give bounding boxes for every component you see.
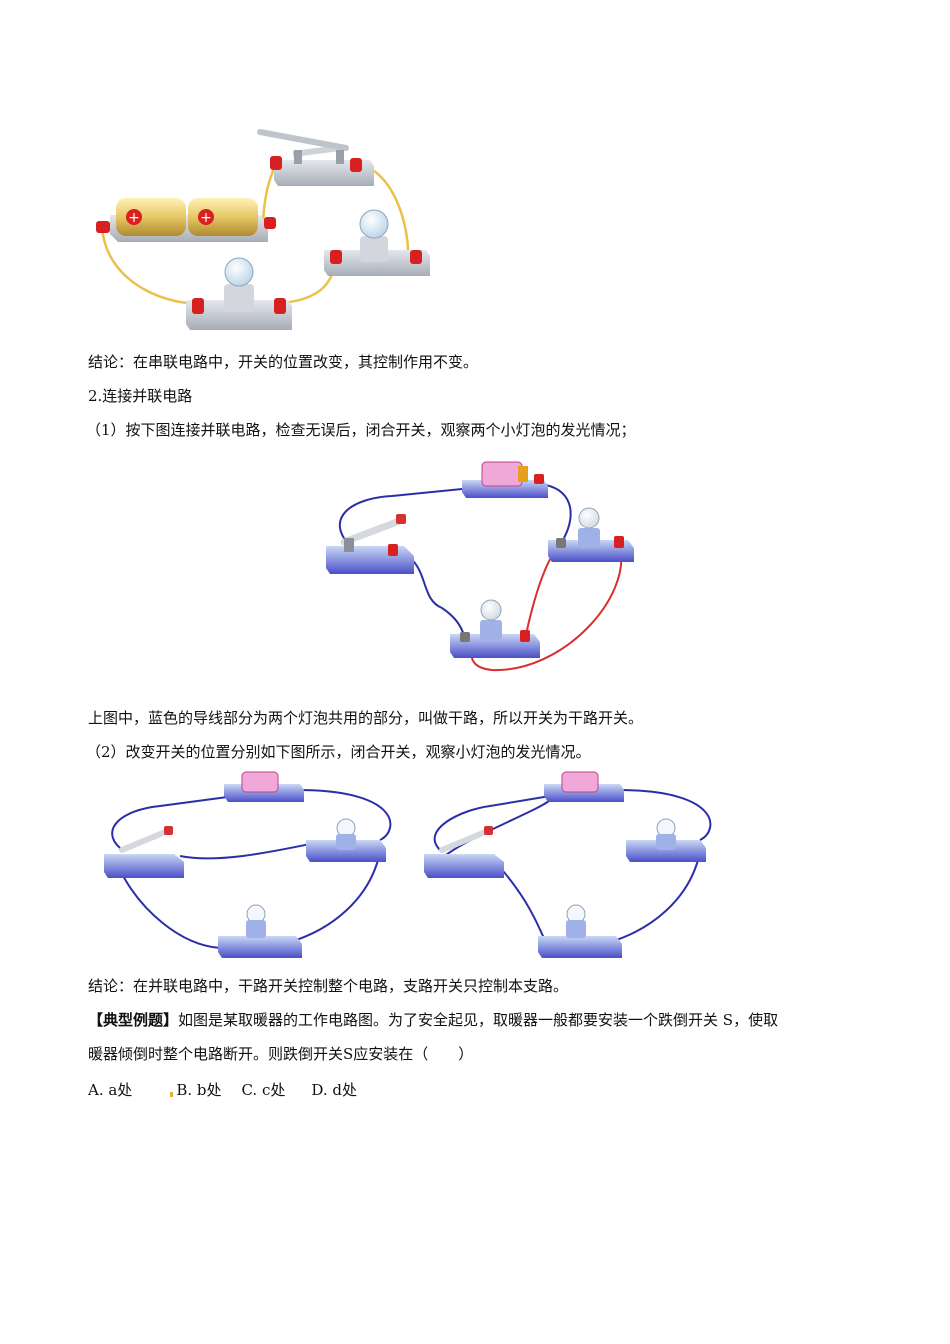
main-line-note: 上图中，蓝色的导线部分为两个灯泡共用的部分，叫做干路，所以开关为干路开关。 (88, 709, 644, 727)
knife-switch (257, 129, 374, 186)
conclusion-series: 结论：在串联电路中，开关的位置改变，其控制作用不变。 (88, 353, 479, 371)
bulb-right (324, 209, 430, 276)
marker-dot (170, 1092, 174, 1097)
heading-parallel: 2.连接并联电路 (88, 387, 193, 405)
options-row: A. a处 B. b处 C. c处 D. d处 (88, 1080, 357, 1100)
bulb-right (548, 507, 634, 562)
option-c[interactable]: C. c处 (241, 1081, 286, 1099)
series-circuit-figure: + + (96, 129, 430, 330)
option-a[interactable]: A. a处 (88, 1081, 133, 1099)
svg-text:+: + (200, 210, 212, 226)
example-tag: 【典型例题】 (88, 1011, 179, 1029)
option-b[interactable]: B. b处 (176, 1081, 222, 1099)
parallel-circuit-figure (326, 461, 634, 672)
example-text-1: 如图是某取暖器的工作电路图。为了安全起见，取暖器一般都要安装一个跌倒开关 S，使… (178, 1011, 779, 1029)
option-d[interactable]: D. d处 (311, 1081, 358, 1099)
battery (462, 461, 548, 498)
step-1: （1）按下图连接并联电路，检查无误后，闭合开关，观察两个小灯泡的发光情况； (86, 421, 636, 439)
conclusion-parallel: 结论：在并联电路中，干路开关控制整个电路，支路开关只控制本支路。 (88, 977, 569, 995)
step-2: （2）改变开关的位置分别如下图所示，闭合开关，观察小灯泡的发光情况。 (86, 743, 591, 761)
example-line-2: 暖器倾倒时整个电路断开。则跌倒开关S应安装在（ ） (88, 1045, 474, 1063)
svg-text:+: + (128, 210, 140, 226)
bulb-bottom (186, 257, 292, 330)
switch-position-figure-left (104, 771, 392, 958)
battery-holder: + + (96, 198, 276, 242)
example-line-1: 【典型例题】如图是某取暖器的工作电路图。为了安全起见，取暖器一般都要安装一个跌倒… (88, 1010, 778, 1030)
bulb-bottom (450, 599, 540, 658)
switch-position-figure-right (424, 771, 712, 958)
switch (326, 514, 414, 574)
